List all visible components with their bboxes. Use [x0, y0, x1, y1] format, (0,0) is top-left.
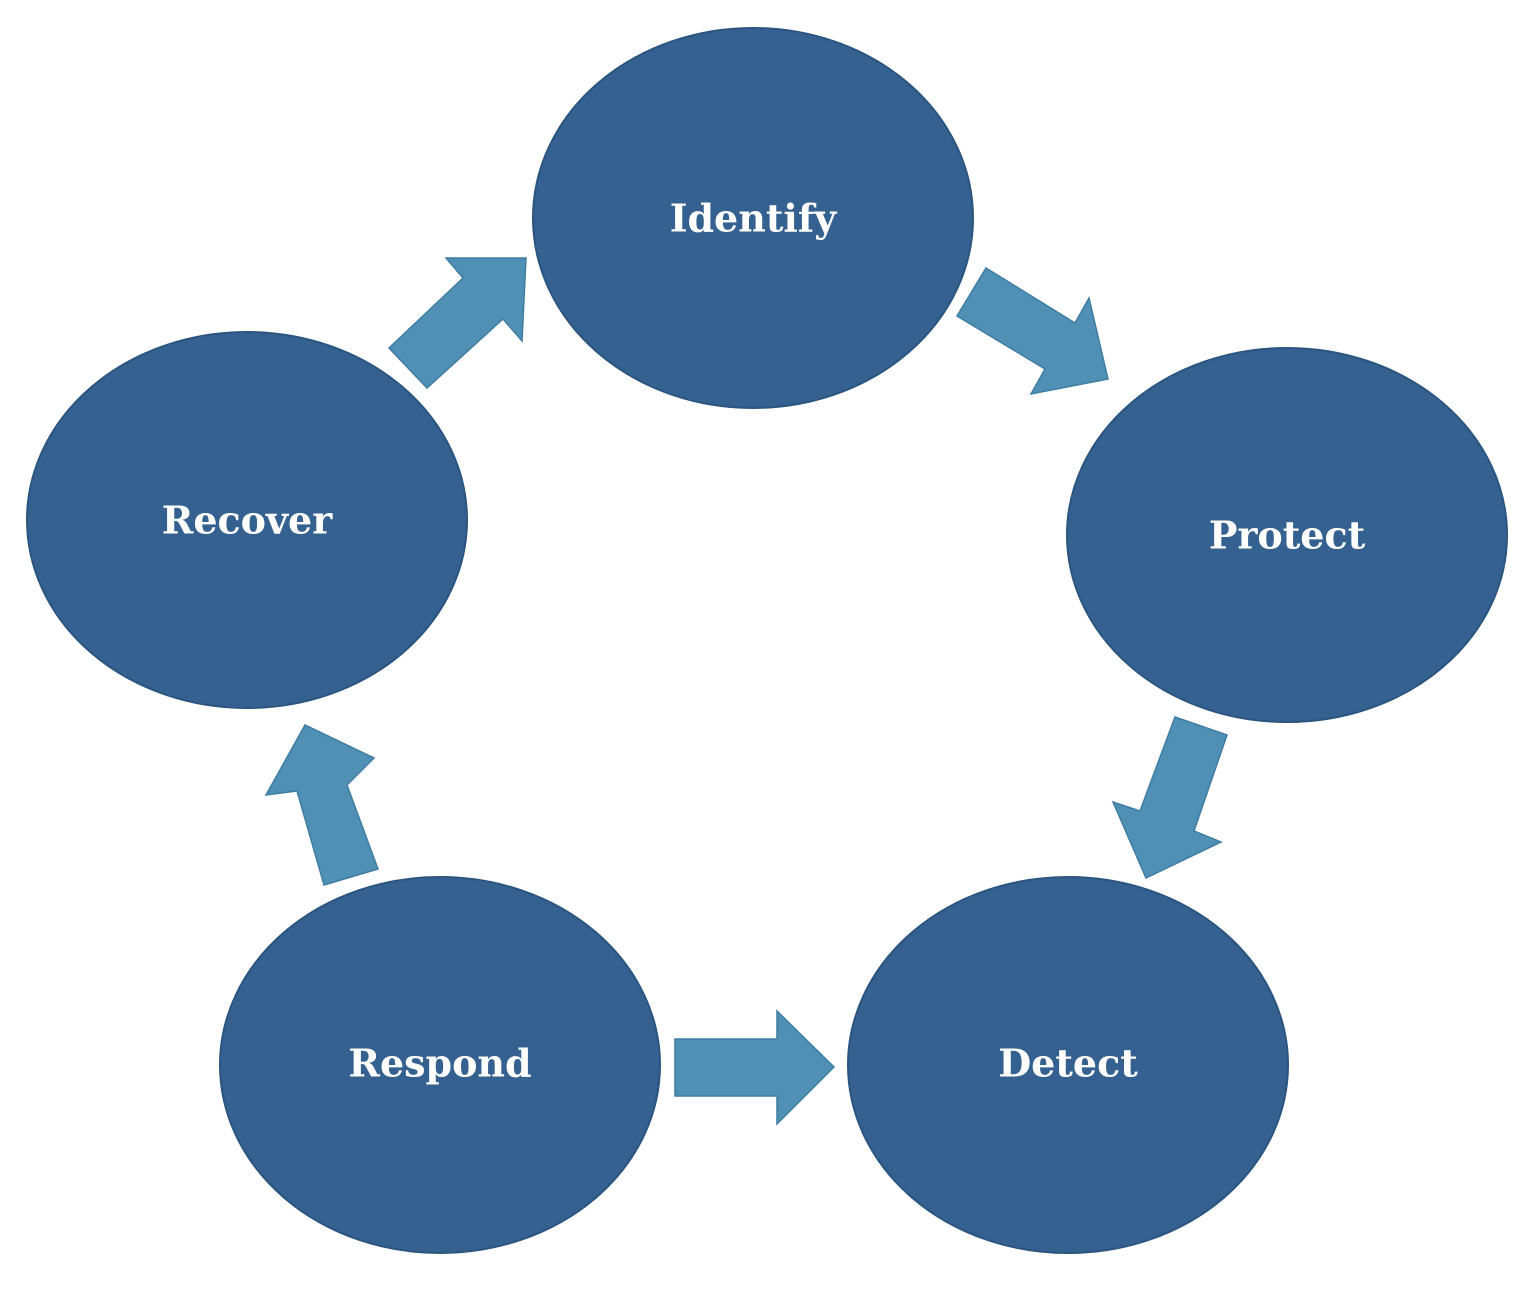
node-detect: Detect [847, 876, 1289, 1254]
node-protect-label: Protect [1209, 513, 1366, 558]
arrow-respond-to-detect [674, 1009, 836, 1126]
arrow-identify-to-protect [955, 266, 1109, 396]
arrow-recover-to-identify [387, 257, 527, 390]
node-recover-ellipse [26, 331, 468, 709]
node-identify-label: Identify [670, 196, 837, 241]
node-recover-label: Recover [162, 498, 333, 543]
node-identify-ellipse [532, 27, 974, 409]
node-detect-ellipse [847, 876, 1289, 1254]
node-protect-ellipse [1066, 347, 1508, 723]
node-respond: Respond [219, 876, 661, 1254]
node-protect: Protect [1066, 347, 1508, 723]
node-respond-label: Respond [348, 1041, 531, 1086]
node-detect-label: Detect [998, 1041, 1138, 1086]
arrow-respond-to-recover [264, 724, 379, 886]
node-recover: Recover [26, 331, 468, 709]
node-identify: Identify [532, 27, 974, 409]
arrows [264, 257, 1228, 1126]
node-respond-ellipse [219, 876, 661, 1254]
arrow-protect-to-detect [1111, 716, 1228, 880]
